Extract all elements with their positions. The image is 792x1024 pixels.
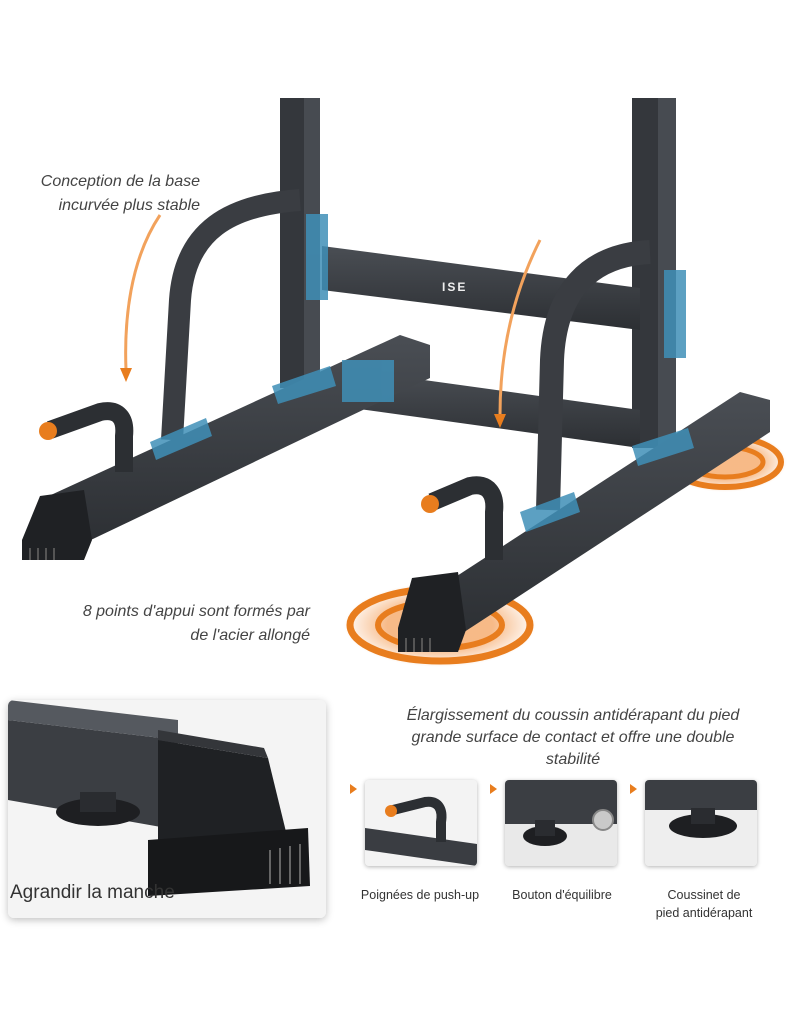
thumbnail-label-line: Poignées de push-up: [360, 888, 480, 902]
thumbnail-pushup-handle: [365, 780, 477, 866]
curved-support-right: [536, 240, 651, 511]
thumbnail-label-foot-pad: Coussinet de pied antidérapant: [634, 886, 774, 922]
guide-arrow-right: [494, 239, 542, 428]
play-marker-icon: [630, 784, 637, 794]
detail-card-enlarged-sleeve: [8, 700, 326, 918]
thumbnail-label-balance-knob: Bouton d'équilibre: [492, 886, 632, 904]
pushup-handle-left: [39, 402, 134, 472]
pushup-handle-thumb-illustration: [365, 780, 477, 866]
end-cap-left: [22, 490, 92, 560]
play-marker-icon: [490, 784, 497, 794]
caption-base-curve-line2: incurvée plus stable: [58, 197, 200, 214]
pushup-handle-right: [421, 476, 504, 560]
base-rail-left: [40, 335, 430, 548]
foot-pad-thumb-illustration: [645, 780, 757, 866]
thumbnail-foot-pad: [645, 780, 757, 866]
caption-foot-pad: Élargissement du coussin antidérapant du…: [368, 705, 778, 771]
thumbnail-label-line: Bouton d'équilibre: [512, 888, 612, 902]
thumbnail-balance-knob: [505, 780, 617, 866]
detail-card-label: Agrandir la manche: [10, 882, 175, 903]
brand-logo: ISE: [442, 280, 468, 294]
thumbnail-label-line: Coussinet de: [667, 888, 741, 902]
bracket-plates: [150, 214, 694, 532]
caption-support-points: 8 points d'appui sont formés par de l'ac…: [30, 600, 310, 648]
cross-beam-lower: [352, 370, 640, 448]
product-illustration: [22, 98, 787, 667]
caption-support-points-line2: de l'acier allongé: [190, 627, 310, 644]
base-rail-right: [420, 392, 770, 640]
caption-base-curve: Conception de la base incurvée plus stab…: [0, 170, 200, 218]
caption-foot-pad-line2: grande surface de contact et offre une d…: [411, 729, 735, 746]
sleeve-closeup-illustration: [8, 700, 326, 918]
thumbnail-label-pushup-handle: Poignées de push-up: [350, 886, 490, 904]
thumbnail-label-line: pied antidérapant: [655, 906, 753, 920]
play-marker-icon: [350, 784, 357, 794]
balance-knob-thumb-illustration: [505, 780, 617, 866]
caption-foot-pad-line1: Élargissement du coussin antidérapant du…: [406, 707, 740, 724]
caption-support-points-line1: 8 points d'appui sont formés par: [82, 603, 310, 620]
curved-support-left: [161, 189, 301, 441]
caption-base-curve-line1: Conception de la base: [40, 173, 200, 190]
end-cap-front: [398, 572, 466, 652]
caption-foot-pad-line3: stabilité: [545, 751, 601, 768]
guide-arrow-left: [120, 214, 162, 382]
